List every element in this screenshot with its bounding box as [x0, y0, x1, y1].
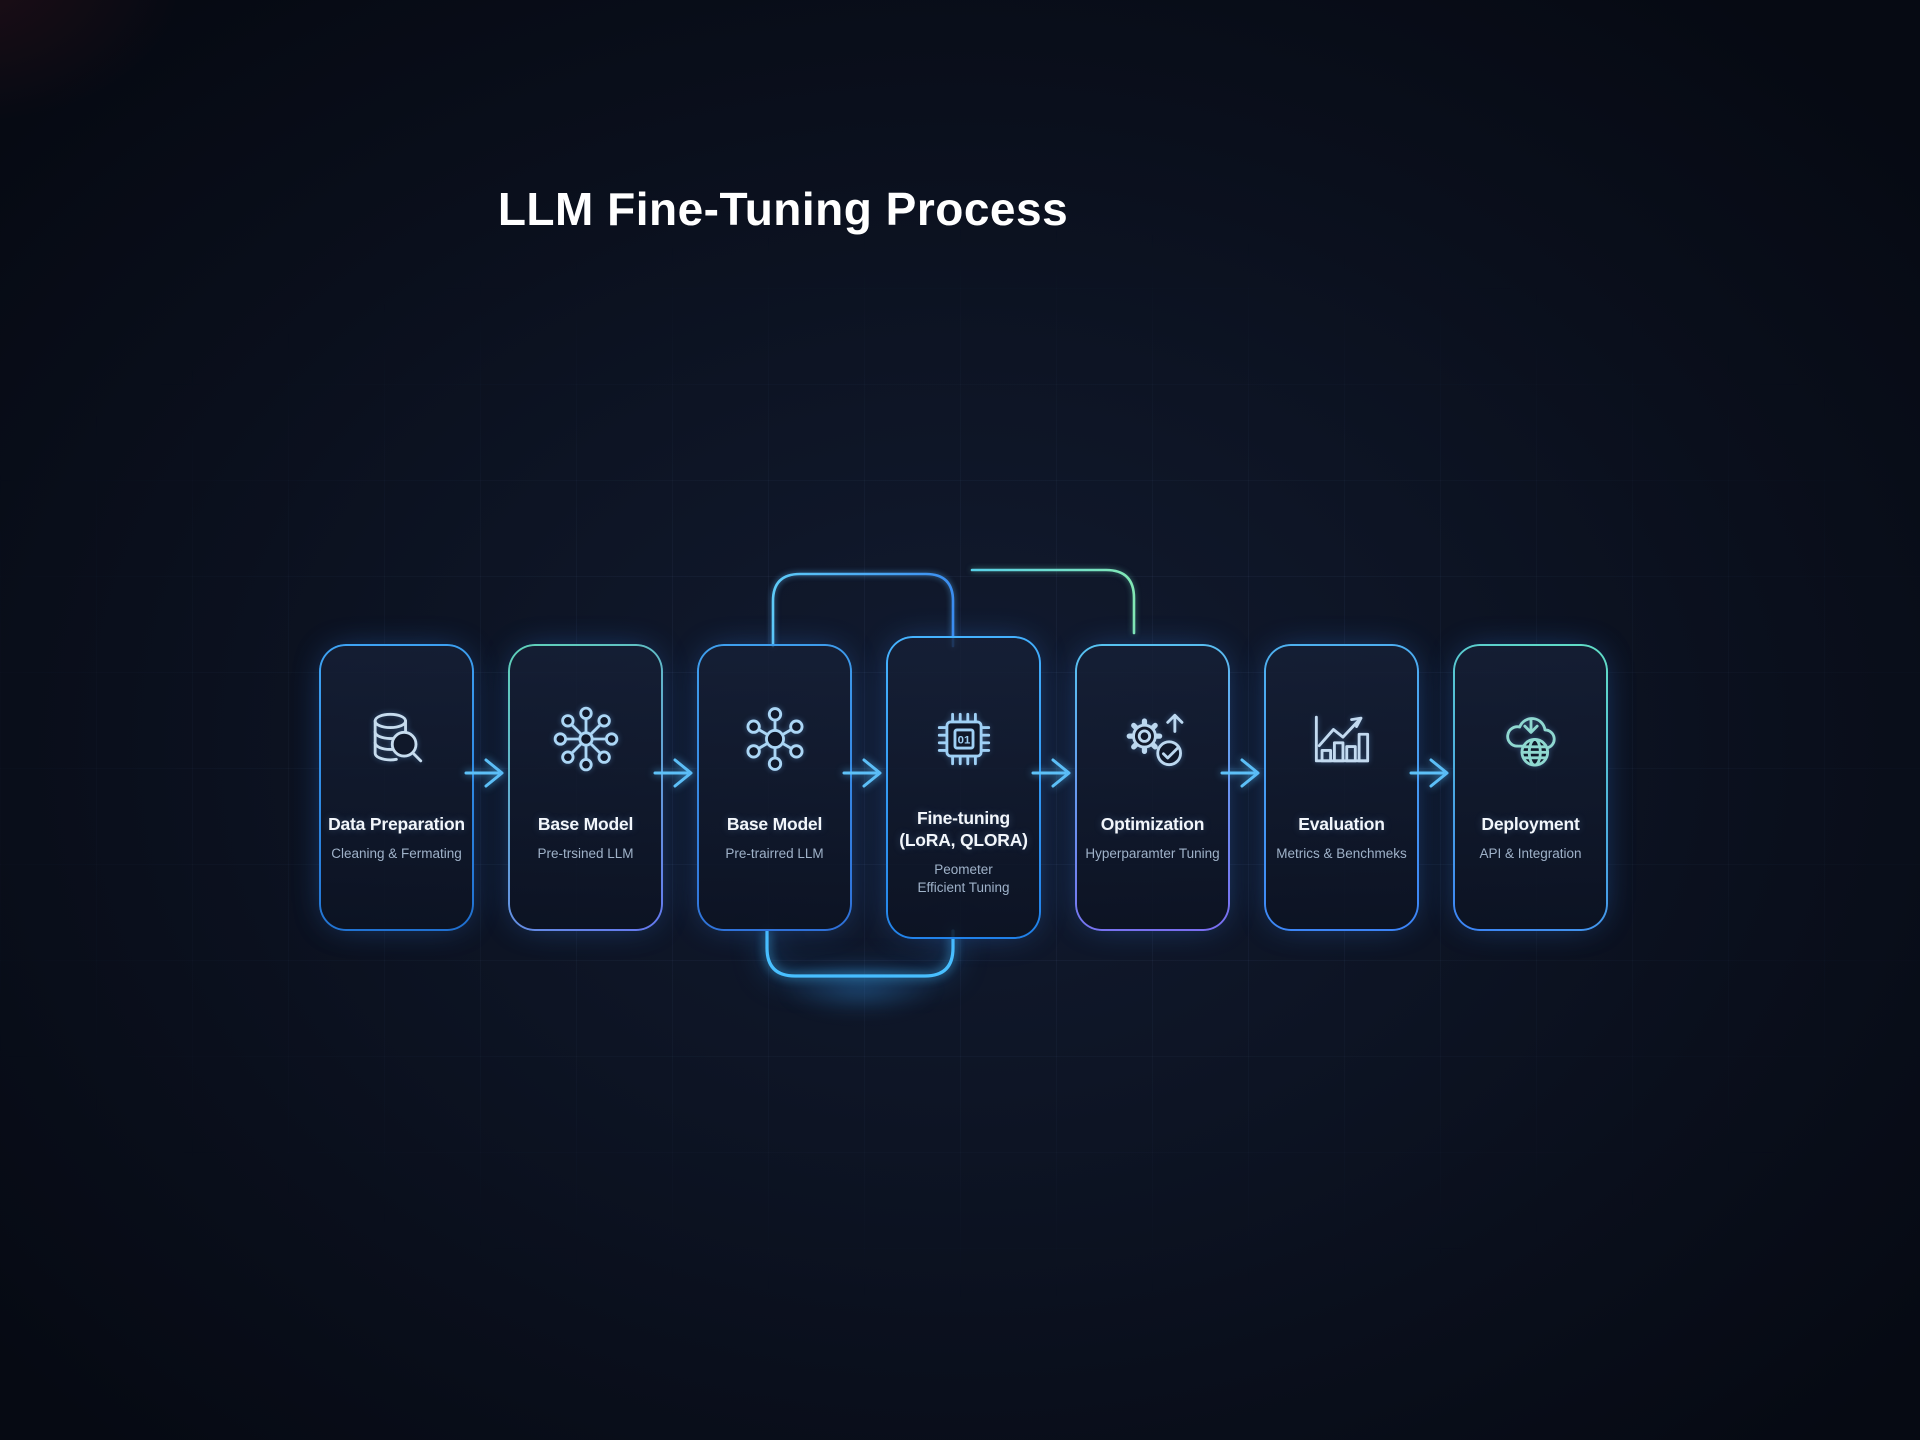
flow-arrow [1220, 645, 1265, 930]
card-subtitle: Metrics & Benchmeks [1276, 846, 1407, 862]
chip-01-icon [926, 697, 1002, 781]
page-title: LLM Fine-Tuning Process [497, 183, 1069, 235]
gear-check-arrow-icon [1115, 697, 1191, 781]
card-deployment: Deployment API & Integration [1454, 645, 1607, 930]
card-title: Base Model [537, 814, 634, 834]
card-fine-tuning: Fine-tuning (LoRA, QLORA) Peometer Effic… [887, 637, 1040, 938]
card-data-preparation: Data Preparation Cleaning & Fermating [320, 645, 473, 930]
card-title: Base Model [726, 814, 823, 834]
flow-arrow [653, 645, 698, 930]
card-base-model-1: Base Model Pre-trsined LLM [509, 645, 662, 930]
database-search-icon [359, 697, 435, 781]
card-subtitle: Pre-trairred LLM [725, 846, 824, 862]
card-title: Evaluation [1298, 814, 1385, 834]
bar-chart-growth-icon [1304, 697, 1380, 781]
flow-arrow [1031, 645, 1076, 930]
card-subtitle: Hyperparamter Tuning [1085, 846, 1220, 862]
card-subtitle: API & Integration [1479, 846, 1582, 862]
skip-connector-top-left [771, 572, 955, 648]
card-subtitle: Pre-trsined LLM [537, 846, 634, 862]
flow-arrow [842, 645, 887, 930]
arrow-right-icon [653, 758, 693, 788]
connector-underglow [748, 952, 972, 1026]
card-subtitle: Cleaning & Fermating [331, 846, 462, 862]
flow-arrow [464, 645, 509, 930]
skip-connector-top-right [970, 568, 1136, 635]
card-title: Fine-tuning (LoRA, QLORA) [899, 808, 1028, 851]
card-base-model-2: Base Model Pre-trairred LLM [698, 645, 851, 930]
skip-connector-bottom [765, 929, 955, 978]
arrow-right-icon [1220, 758, 1260, 788]
card-evaluation: Evaluation Metrics & Benchmeks [1265, 645, 1418, 930]
network-hub-6-icon [737, 697, 813, 781]
card-title: Optimization [1100, 814, 1205, 834]
card-title: Deployment [1481, 814, 1580, 834]
flow-arrow [1409, 645, 1454, 930]
card-title: Data Preparation [328, 814, 465, 834]
cloud-download-globe-icon [1493, 697, 1569, 781]
arrow-right-icon [1409, 758, 1449, 788]
arrow-right-icon [464, 758, 504, 788]
network-hub-8-icon [548, 697, 624, 781]
arrow-right-icon [842, 758, 882, 788]
arrow-right-icon [1031, 758, 1071, 788]
card-subtitle: Peometer Efficient Tuning [917, 862, 1010, 895]
card-optimization: Optimization Hyperparamter Tuning [1076, 645, 1229, 930]
cards-row: Data Preparation Cleaning & Fermating Ba… [320, 637, 1607, 938]
